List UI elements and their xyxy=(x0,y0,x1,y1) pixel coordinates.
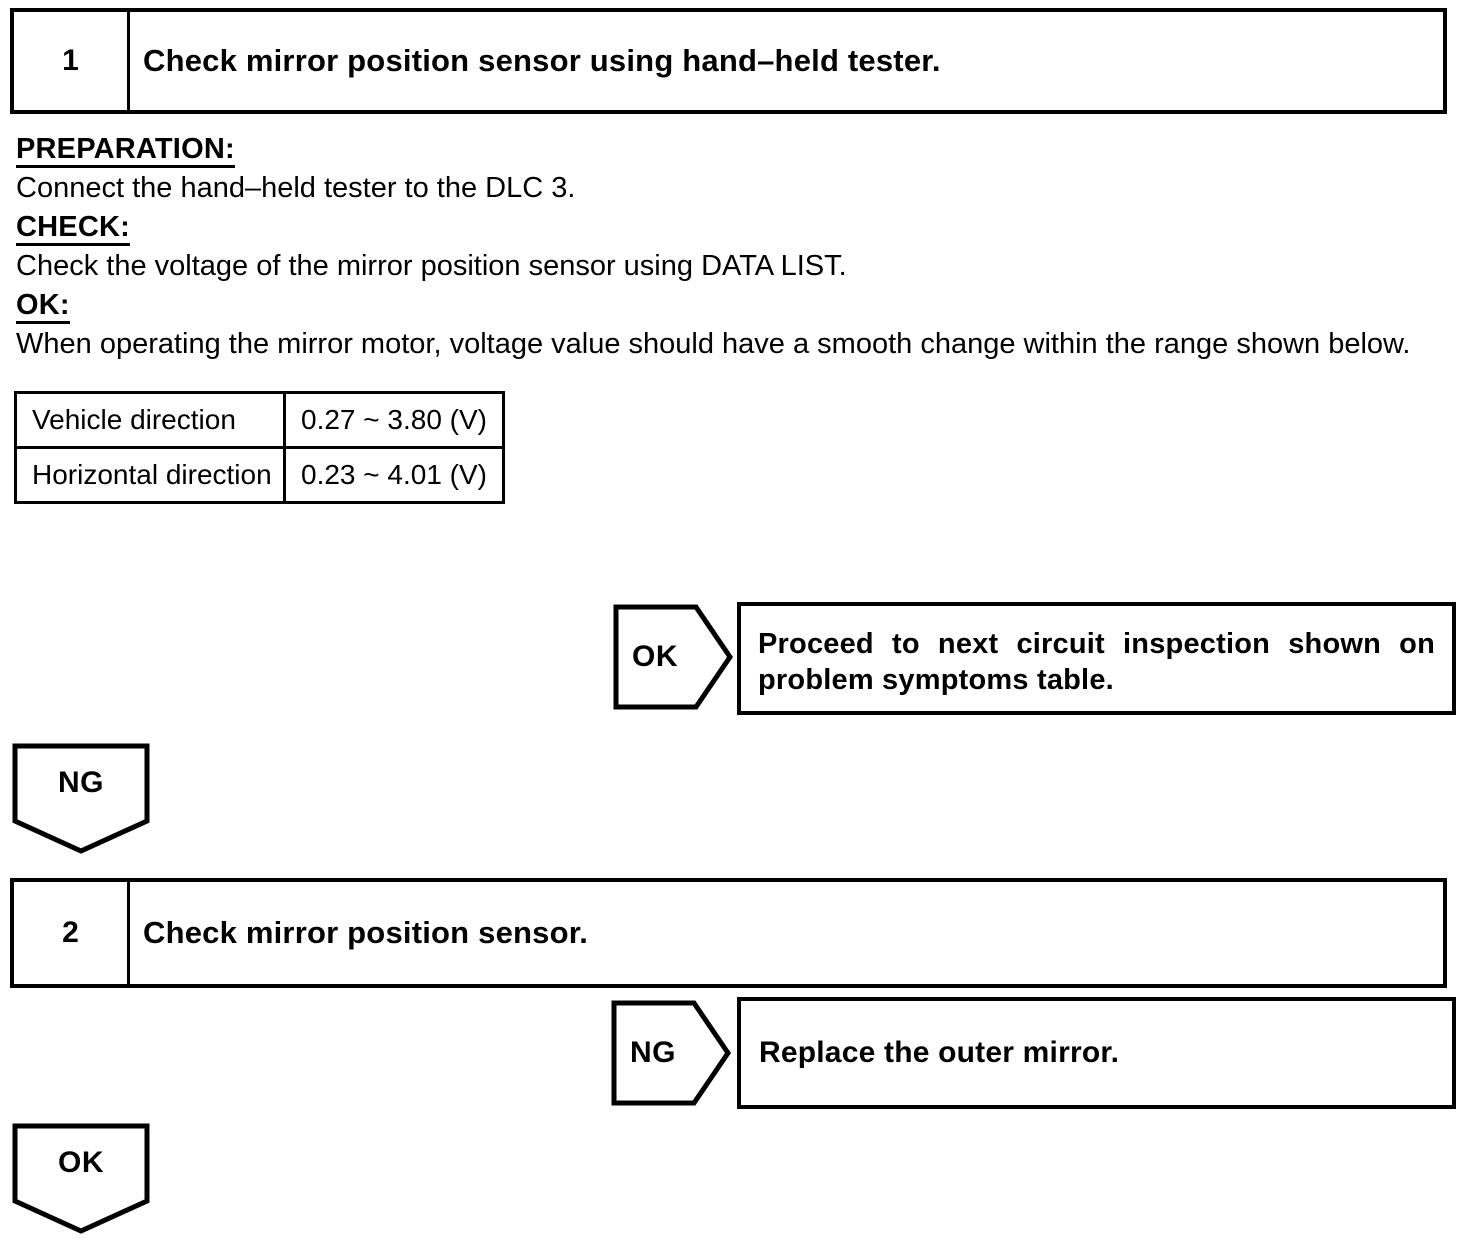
ng-result-text: Replace the outer mirror. xyxy=(759,1036,1120,1069)
ok-connector-label: OK xyxy=(58,1146,104,1179)
step-1-header: 1 Check mirror position sensor using han… xyxy=(10,8,1447,114)
spec-value: 0.23 ~ 4.01 (V) xyxy=(283,446,505,504)
step-1-number: 1 xyxy=(14,12,130,110)
section-body-check: Check the voltage of the mirror position… xyxy=(16,250,847,282)
step-2-header: 2 Check mirror position sensor. xyxy=(10,878,1447,988)
ok-result-box: Proceed to next circuit inspection shown… xyxy=(737,602,1456,715)
ng-connector-right: NG xyxy=(611,1000,731,1106)
step-2-title: Check mirror position sensor. xyxy=(143,915,589,950)
ng-connector-label: NG xyxy=(630,1036,676,1069)
ng-result-box: Replace the outer mirror. xyxy=(737,997,1456,1109)
ok-connector-down: OK xyxy=(12,1123,150,1235)
procedure-text: PREPARATION: Connect the hand–held teste… xyxy=(16,131,1461,365)
spec-table: Vehicle direction 0.27 ~ 3.80 (V) Horizo… xyxy=(14,391,505,504)
spec-value: 0.27 ~ 3.80 (V) xyxy=(283,391,505,449)
arrow-right-shape xyxy=(611,1000,731,1106)
spec-label: Horizontal direction xyxy=(14,446,286,504)
section-body-preparation: Connect the hand–held tester to the DLC … xyxy=(16,172,576,204)
ok-connector-right: OK xyxy=(613,604,733,710)
table-row: Horizontal direction 0.23 ~ 4.01 (V) xyxy=(14,446,505,504)
arrow-down-shape xyxy=(12,1123,150,1234)
section-heading-preparation: PREPARATION: xyxy=(16,131,1461,170)
spec-label: Vehicle direction xyxy=(14,391,286,449)
step-1-title: Check mirror position sensor using hand–… xyxy=(143,43,941,78)
ok-result-line-1: Proceed to next circuit inspection shown… xyxy=(758,628,1435,660)
ok-connector-label: OK xyxy=(632,640,678,673)
ok-result-line-2: problem symptoms table. xyxy=(758,664,1114,696)
arrow-right-shape xyxy=(613,604,733,710)
ng-connector-label: NG xyxy=(58,766,104,799)
arrow-down-shape xyxy=(12,743,150,854)
section-heading-check: CHECK: xyxy=(16,209,1461,248)
table-row: Vehicle direction 0.27 ~ 3.80 (V) xyxy=(14,391,505,449)
ng-connector-down: NG xyxy=(12,743,150,855)
step-2-number: 2 xyxy=(14,882,130,984)
section-heading-ok: OK: xyxy=(16,287,1461,326)
section-body-ok: When operating the mirror motor, voltage… xyxy=(16,328,1411,360)
